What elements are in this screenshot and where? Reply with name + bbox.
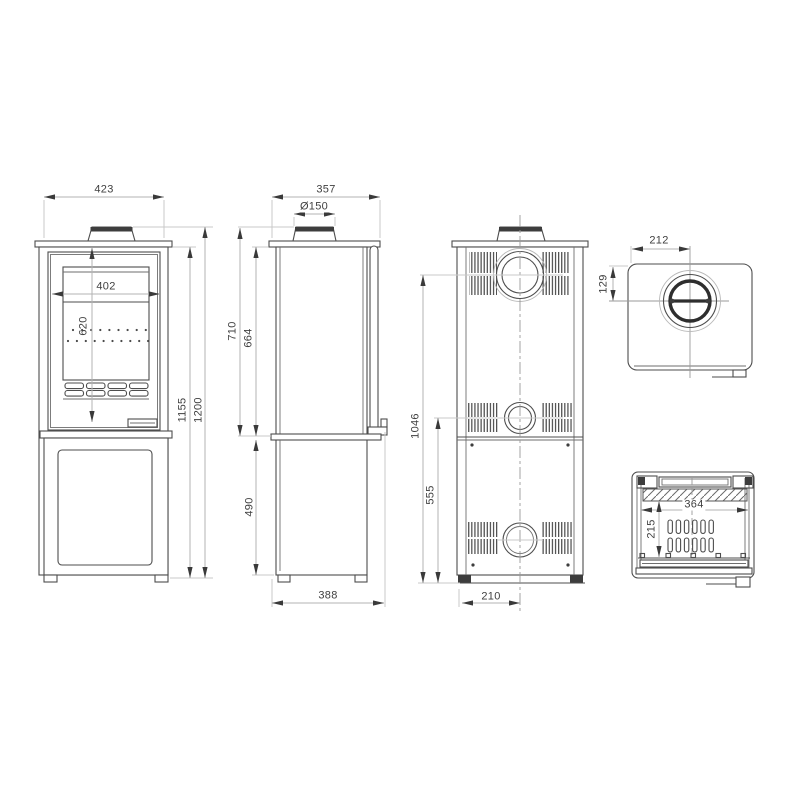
side-flue-collar-cap xyxy=(295,227,334,232)
rear-screw xyxy=(470,443,474,447)
front-dimensions xyxy=(43,194,213,579)
front-view xyxy=(34,194,213,583)
top-dimensions xyxy=(610,246,690,301)
top-flue-and-damper xyxy=(659,270,721,332)
front-log-store-opening xyxy=(57,449,153,566)
front-air-grille xyxy=(64,382,149,397)
side-foot-front xyxy=(277,574,291,583)
dim-side-upper-height: 664 xyxy=(242,328,255,348)
dim-side-base-depth: 388 xyxy=(316,589,340,602)
front-foot-right xyxy=(154,574,169,583)
side-body xyxy=(275,246,368,576)
rear-vents-top xyxy=(469,252,570,295)
dim-front-body-height: 1155 xyxy=(176,397,189,423)
front-hearth-shelf xyxy=(39,430,173,439)
firebox-baffle-slots xyxy=(667,519,714,553)
dim-top-flue-center-from-rear: 212 xyxy=(647,234,671,247)
side-top-plate xyxy=(268,240,381,248)
front-log-store xyxy=(43,437,169,576)
rear-vents-bottom xyxy=(468,522,572,554)
rear-vents-middle xyxy=(468,403,572,432)
top-handle xyxy=(712,369,747,378)
side-foot-rear xyxy=(354,574,368,583)
side-door-handle xyxy=(369,245,379,433)
side-dimensions xyxy=(237,194,386,607)
dim-front-door-height: 620 xyxy=(77,316,90,336)
dim-top-flue-center-from-side: 129 xyxy=(597,274,610,294)
front-flue-collar-cap xyxy=(90,227,133,232)
rear-dimensions xyxy=(420,275,520,606)
side-stove-body xyxy=(268,226,388,583)
rear-centerlines xyxy=(418,215,563,612)
dim-rear-flue-center-offset: 210 xyxy=(479,590,503,603)
rear-foot-right xyxy=(570,575,583,583)
side-view xyxy=(237,194,388,607)
firebox-section-view xyxy=(631,471,755,588)
side-hearth-shelf xyxy=(270,433,382,441)
rear-screw xyxy=(566,443,570,447)
firebox-handle xyxy=(706,576,751,588)
dim-side-base-height: 490 xyxy=(243,497,256,517)
dim-rear-outlet-center-height: 555 xyxy=(424,485,437,505)
firebox-side-walls xyxy=(636,478,750,570)
dim-front-overall-width: 423 xyxy=(92,183,116,196)
dim-rear-flue-center-height: 1046 xyxy=(409,413,422,439)
rear-screw xyxy=(471,563,475,567)
firebox-top-brackets xyxy=(636,475,754,489)
dim-firebox-inner-width: 364 xyxy=(682,498,706,511)
dim-front-door-width: 402 xyxy=(94,280,118,293)
rear-view xyxy=(418,215,589,612)
rear-flue-collar-cap xyxy=(499,227,542,232)
dim-side-flue-diameter: Ø150 xyxy=(297,200,331,213)
top-view xyxy=(609,246,753,378)
firebox-door-assembly xyxy=(635,552,753,575)
dim-firebox-inner-depth: 215 xyxy=(645,519,658,539)
dim-side-overall-depth: 357 xyxy=(314,183,338,196)
rear-foot-left xyxy=(458,575,471,583)
front-foot-left xyxy=(43,574,58,583)
dim-side-upper-height-with-collar: 710 xyxy=(226,321,239,341)
dim-front-overall-height: 1200 xyxy=(192,397,205,423)
rear-screw xyxy=(566,563,570,567)
front-top-plate xyxy=(34,240,173,248)
